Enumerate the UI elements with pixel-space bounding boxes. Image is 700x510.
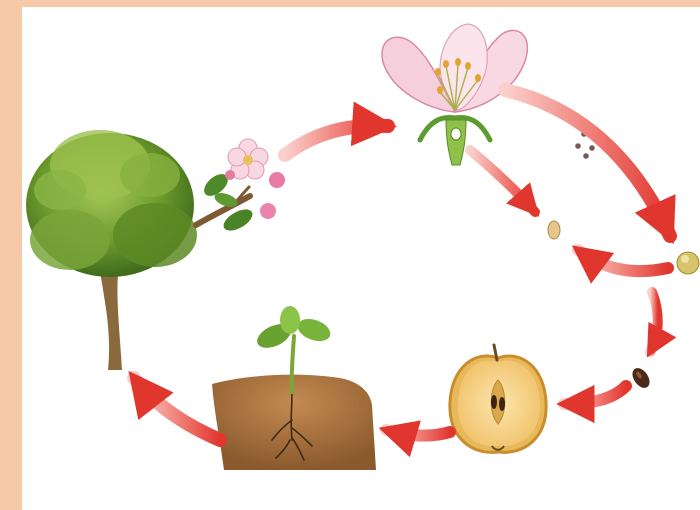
arrow-seed-to-apple [564, 386, 626, 404]
apple-tree-icon [26, 130, 197, 370]
arrow-flower-to-pollen-grain [505, 90, 670, 236]
arrow-branch-to-flower [285, 126, 388, 155]
arrow-pollen-to-seed [650, 292, 658, 352]
arrow-pollen-to-ovule [578, 250, 668, 271]
arrow-seedling-to-tree [134, 378, 220, 440]
seed-icon [629, 365, 653, 391]
arrow-apple-to-seedling [386, 430, 450, 436]
ovule-icon [548, 221, 560, 239]
apple-cross-section-icon [450, 345, 546, 452]
pollen-grain-icon [677, 252, 699, 274]
apple-blossom-branch-icon [196, 139, 285, 235]
seedling-in-soil-icon [212, 306, 376, 470]
arrow-flower-to-ovule [470, 150, 535, 212]
